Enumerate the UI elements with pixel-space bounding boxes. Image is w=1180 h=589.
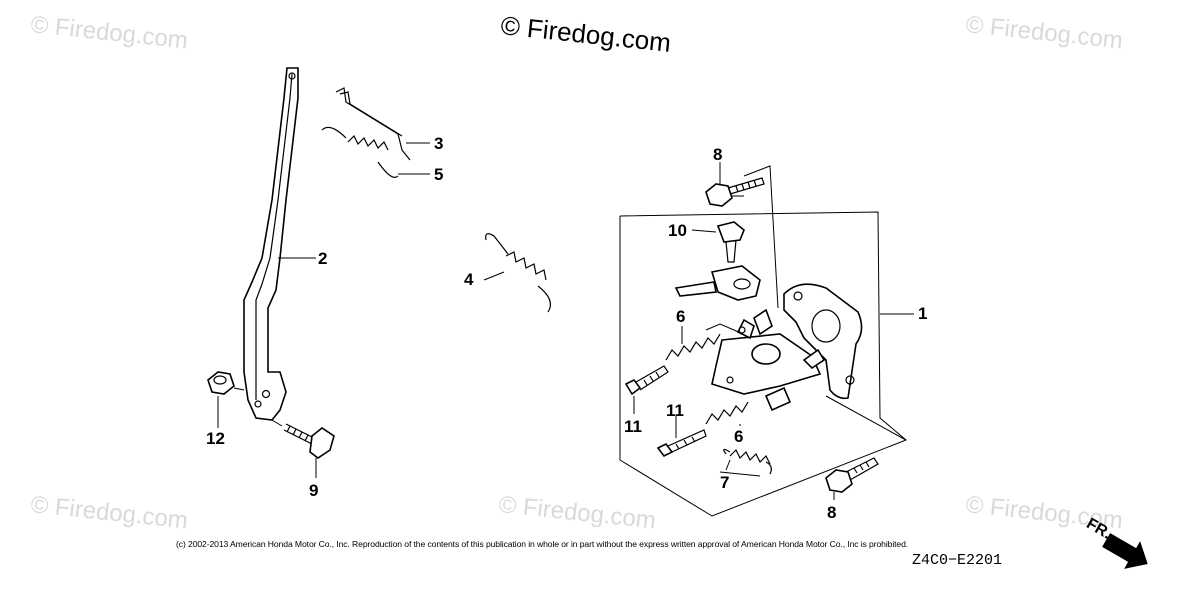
callout-6-upper: 6 xyxy=(676,307,685,326)
flange-nut-part xyxy=(207,371,235,395)
flange-bolt-bottom-part xyxy=(825,457,879,493)
pan-screw-part xyxy=(716,221,745,263)
leader-10 xyxy=(691,229,717,233)
flange-bolt-top-part xyxy=(705,177,765,207)
governor-spring-part xyxy=(321,126,399,178)
lever-screw-part xyxy=(283,423,335,459)
governor-rod-part xyxy=(335,87,411,161)
watermark-top-center: © Firedog.com xyxy=(499,10,672,58)
spring-small-part xyxy=(723,448,772,475)
return-spring-part xyxy=(485,233,551,313)
callout-10: 10 xyxy=(668,221,687,240)
callout-12: 12 xyxy=(206,429,225,448)
callout-8-bottom: 8 xyxy=(827,503,836,522)
watermark-top-right: © Firedog.com xyxy=(964,11,1124,54)
callout-6-lower: 6 xyxy=(734,427,743,446)
control-base-part xyxy=(711,283,863,412)
watermark-top-left: © Firedog.com xyxy=(29,11,189,54)
callout-1: 1 xyxy=(918,304,927,323)
spring-lower-part xyxy=(705,401,749,425)
screw-lower-part xyxy=(656,429,707,458)
control-base-assembly-frame xyxy=(619,165,914,517)
callout-11-lower: 11 xyxy=(666,401,684,420)
spring-upper-part xyxy=(665,333,721,361)
callout-8-top: 8 xyxy=(713,145,722,164)
control-cam-part xyxy=(674,265,761,301)
leader-4 xyxy=(483,271,505,281)
copyright-notice: (c) 2002-2013 American Honda Motor Co., … xyxy=(176,539,909,549)
callout-5: 5 xyxy=(434,165,443,184)
leader-7 xyxy=(725,459,731,471)
watermark-bottom-left: © Firedog.com xyxy=(29,491,189,534)
callout-11-upper: 11 xyxy=(624,417,642,436)
callout-4: 4 xyxy=(464,270,474,289)
callout-2: 2 xyxy=(318,249,327,268)
callout-7: 7 xyxy=(720,473,729,492)
front-direction-arrow-icon xyxy=(1102,533,1148,569)
diagram-code: Z4C0−E2201 xyxy=(912,552,1003,569)
callout-9: 9 xyxy=(309,481,318,500)
screw-upper-part xyxy=(624,365,669,396)
callout-3: 3 xyxy=(434,134,443,153)
control-lever-part xyxy=(243,67,299,421)
watermark-bottom-center: © Firedog.com xyxy=(497,491,657,534)
